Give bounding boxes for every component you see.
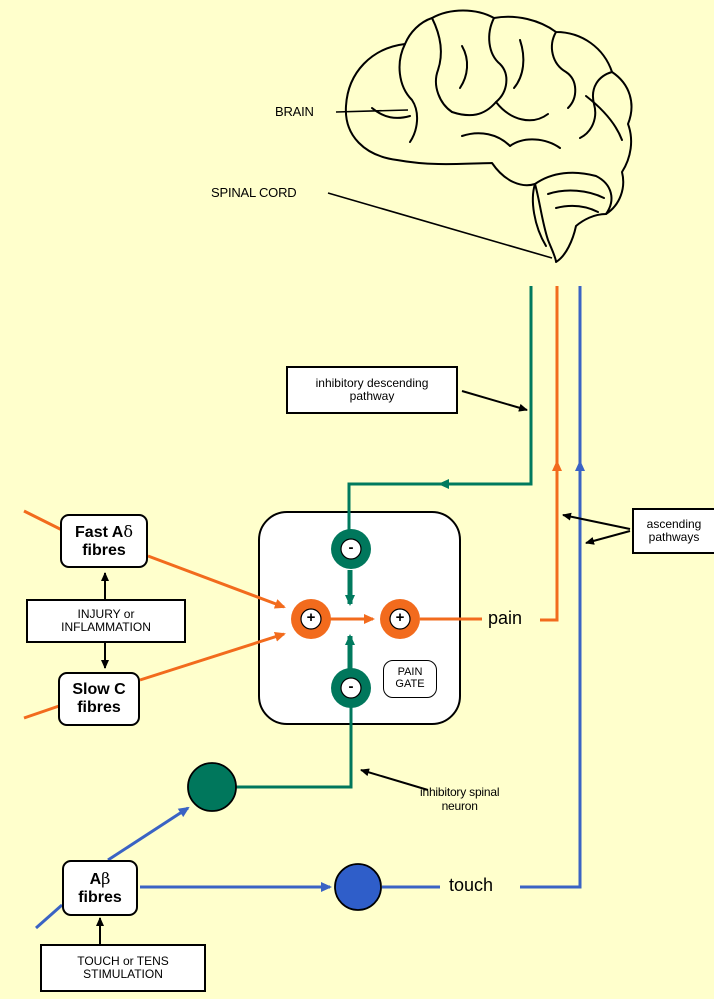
brain-leader-line xyxy=(335,109,409,113)
brain-label: BRAIN xyxy=(275,104,314,119)
projection-excitatory-cell-inner xyxy=(389,608,411,630)
brain-fold xyxy=(488,17,508,103)
fast-fibres-word: fibres xyxy=(82,541,126,559)
inhibitory-spinal-line2: neuron xyxy=(441,798,478,813)
ascending-label-pointer-lower xyxy=(585,530,631,545)
injury-line2: INFLAMMATION xyxy=(61,620,151,634)
pain-gate-label: PAIN GATE xyxy=(383,660,437,698)
fast-fibre-input-line xyxy=(23,509,63,532)
descending-cell-sign: - xyxy=(348,539,354,556)
brain-outline xyxy=(344,9,633,263)
slow-fibres-box: Slow C fibres xyxy=(58,672,140,726)
brain-fold xyxy=(461,132,561,149)
ascending-line2: pathways xyxy=(648,530,700,544)
brain-fold xyxy=(513,39,525,89)
tens-line1: TOUCH or TENS xyxy=(77,953,169,968)
ascending-pathways-box: ascending pathways xyxy=(632,508,714,554)
inhibitory-spinal-label: inhibitory spinal neuron xyxy=(420,785,500,814)
ascending-pain-path xyxy=(540,286,559,622)
fast-fibre-to-gate-line xyxy=(147,554,286,609)
slow-fibres-word: fibres xyxy=(77,699,121,716)
cerebellum-fold xyxy=(555,204,599,213)
ab-to-inhibitory-line xyxy=(107,806,190,862)
slow-fibre-to-gate-line xyxy=(139,631,286,682)
injury-line1: INJURY or xyxy=(77,606,135,621)
slow-fibre-input-line xyxy=(23,703,63,720)
fast-fibres-name: Fast A xyxy=(75,523,124,541)
spinal-neuron-label-pointer xyxy=(360,768,429,791)
ascending-touch-path xyxy=(520,286,582,889)
ab-fibres-name: A xyxy=(89,870,102,888)
fast-cell-sign: + xyxy=(306,609,316,626)
pain-gate-line1: PAIN xyxy=(397,666,423,679)
fast-excitatory-cell-inner xyxy=(300,608,322,630)
cerebellum-fold xyxy=(547,189,605,199)
tens-box: TOUCH or TENS STIMULATION xyxy=(40,944,206,992)
inhibitory-neuron-path xyxy=(236,705,353,789)
ab-fibres-symbol: β xyxy=(101,868,111,888)
inhibitory-spinal-line1: inhibitory spinal xyxy=(420,785,500,799)
spinal-cell-sign: - xyxy=(348,678,354,695)
slow-fibres-name: Slow C xyxy=(72,681,126,699)
fast-fibres-symbol: δ xyxy=(123,521,133,541)
inhibitory-spinal-neuron xyxy=(187,762,237,812)
projection-cell-sign: + xyxy=(395,609,405,626)
touch-label: touch xyxy=(449,875,494,895)
tens-line2: STIMULATION xyxy=(83,967,163,981)
ab-fibres-word: fibres xyxy=(78,888,122,906)
brain-fold xyxy=(451,101,549,122)
spinal-cord-leader-line xyxy=(327,192,553,259)
brain-fold xyxy=(398,43,418,143)
cerebellum xyxy=(534,171,613,215)
pain-label: pain xyxy=(488,608,523,628)
ab-fibre-input-line xyxy=(35,903,63,930)
descending-inhibitory-cell-inner xyxy=(340,538,362,560)
brain-fold xyxy=(459,45,468,89)
inhibitory-descending-box: inhibitory descending pathway xyxy=(286,366,458,414)
spinal-inhibitory-cell-inner xyxy=(340,677,362,699)
touch-neuron xyxy=(334,863,382,911)
injury-box: INJURY or INFLAMMATION xyxy=(26,599,186,643)
brain-fold xyxy=(585,95,623,141)
ascending-line1: ascending xyxy=(646,516,702,531)
spinal-cord-label: SPINAL CORD xyxy=(211,185,297,200)
inhibitory-descending-line2: pathway xyxy=(349,389,395,403)
brainstem xyxy=(531,183,547,247)
brain-fold xyxy=(431,17,453,113)
inhibitory-descending-line1: inhibitory descending xyxy=(315,375,429,390)
ascending-label-pointer-upper xyxy=(562,512,631,530)
brain-illustration xyxy=(344,9,633,263)
brain-fold xyxy=(550,31,577,109)
pain-gate-line2: GATE xyxy=(395,678,425,690)
brain-fold xyxy=(579,71,613,139)
descending-label-pointer xyxy=(461,390,528,412)
